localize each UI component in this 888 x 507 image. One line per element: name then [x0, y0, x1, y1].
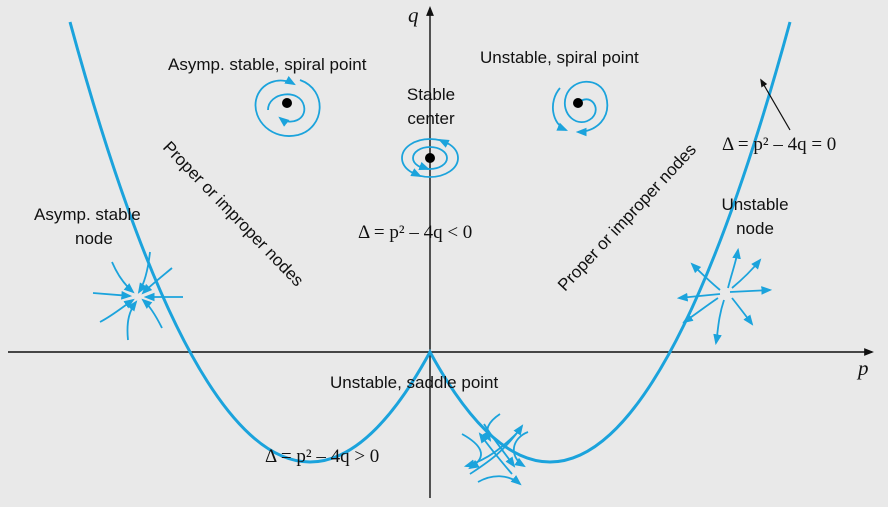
- equation-inside: Δ = p² – 4q < 0: [358, 222, 472, 243]
- stable-center-icon: [401, 138, 459, 178]
- equation-on-curve: Δ = p² – 4q = 0: [722, 134, 836, 155]
- stable-center-label-line1: Stable: [407, 85, 455, 104]
- saddle-label: Unstable, saddle point: [330, 373, 499, 392]
- saddle-icon: [461, 413, 529, 486]
- p-axis-label: p: [856, 356, 869, 380]
- asymp-spiral-point: [282, 98, 292, 108]
- asymp-node-icon: [92, 251, 183, 341]
- q-axis-label: q: [408, 3, 419, 27]
- unstable-node-icon: [676, 247, 773, 346]
- equation-pointer-arrow: [760, 78, 791, 131]
- stable-center-label-line2: center: [407, 109, 455, 128]
- unstable-node-label-line1: Unstable: [721, 195, 788, 214]
- unstable-spiral-label: Unstable, spiral point: [480, 48, 639, 67]
- unstable-node-label-line2: node: [736, 219, 774, 238]
- unstable-spiral-point: [573, 98, 583, 108]
- asymp-spiral-icon: [254, 75, 321, 137]
- stable-center-point: [425, 153, 435, 163]
- parabola-curve: [68, 21, 792, 464]
- asymp-spiral-label: Asymp. stable, spiral point: [168, 55, 367, 74]
- asymp-node-label-line2: node: [75, 229, 113, 248]
- asymp-node-label-line1: Asymp. stable: [34, 205, 141, 224]
- unstable-spiral-icon: [552, 80, 609, 137]
- equation-outside: Δ = p² – 4q > 0: [265, 446, 379, 467]
